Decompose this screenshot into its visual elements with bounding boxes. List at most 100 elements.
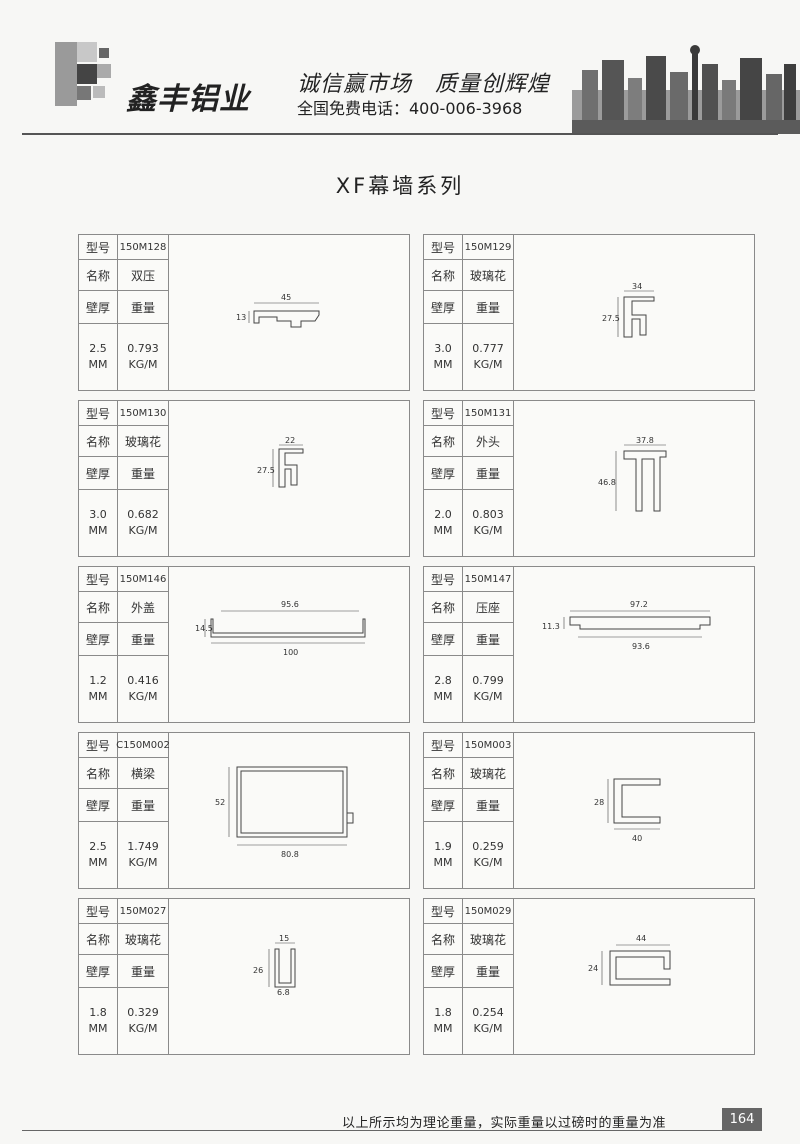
profile-name: 横梁 [118, 758, 169, 789]
profile-drawing: 37.8 46.8 [598, 436, 667, 512]
profile-drawing: 52 80.8 [215, 766, 354, 859]
profile-name: 玻璃花 [463, 924, 514, 955]
thickness-label: 壁厚 [79, 291, 118, 324]
header-phone: 全国免费电话：400-006-3968 [297, 99, 523, 118]
model-label: 型号 [79, 567, 118, 592]
model-code: 150M147 [463, 567, 514, 592]
dim-width: 80.8 [281, 850, 299, 859]
dim-height: 11.3 [542, 622, 560, 631]
profile-name: 玻璃花 [463, 260, 514, 291]
page-number: 164 [722, 1108, 762, 1130]
model-code: C150M002 [116, 733, 170, 758]
thickness-label: 壁厚 [79, 955, 118, 988]
model-code: 150M027 [118, 899, 169, 924]
thickness-label: 壁厚 [79, 789, 118, 822]
thickness-label: 壁厚 [424, 955, 463, 988]
dim-height: 27.5 [257, 466, 275, 475]
profile-name: 双压 [118, 260, 169, 291]
thickness-label: 壁厚 [79, 457, 118, 490]
page-header: 鑫丰铝业 诚信赢市场 质量创辉煌 全国免费电话：400-006-3968 [0, 0, 800, 138]
dim-width: 40 [632, 834, 642, 843]
weight-label: 重量 [463, 291, 514, 324]
model-label: 型号 [424, 567, 463, 592]
name-label: 名称 [79, 924, 118, 955]
name-label: 名称 [424, 426, 463, 457]
footer-divider [22, 1130, 762, 1131]
dim-width: 44 [636, 934, 646, 943]
city-skyline-image [572, 45, 800, 134]
dim-height: 27.5 [602, 314, 620, 323]
model-label: 型号 [424, 733, 463, 758]
name-label: 名称 [79, 426, 118, 457]
name-label: 名称 [424, 758, 463, 789]
profile-drawing: 95.6 14.5 100 [195, 600, 366, 657]
thickness-label: 壁厚 [79, 623, 118, 656]
model-code: 150M129 [463, 235, 514, 260]
brand-logo-icon [55, 42, 111, 106]
model-code: 150M003 [463, 733, 514, 758]
dim-width: 15 [279, 934, 289, 943]
dim-inner-width: 6.8 [277, 988, 290, 997]
model-code: 150M146 [118, 567, 169, 592]
model-label: 型号 [79, 899, 118, 924]
header-divider [22, 133, 778, 135]
weight-label: 重量 [463, 457, 514, 490]
profile-name: 压座 [463, 592, 514, 623]
dim-bottom-width: 100 [283, 648, 298, 657]
model-code: 150M130 [118, 401, 169, 426]
dim-height: 13 [236, 313, 246, 322]
model-label: 型号 [79, 733, 118, 758]
thickness-label: 壁厚 [424, 789, 463, 822]
name-label: 名称 [79, 758, 118, 789]
dim-width: 22 [285, 436, 295, 445]
profile-name: 外头 [463, 426, 514, 457]
dim-height: 24 [588, 964, 598, 973]
weight-label: 重量 [463, 955, 514, 988]
dim-top-width: 97.2 [630, 600, 648, 609]
footer-note: 以上所示均为理论重量，实际重量以过磅时的重量为准 [342, 1116, 667, 1131]
model-label: 型号 [79, 235, 118, 260]
weight-label: 重量 [118, 623, 169, 656]
dim-height: 52 [215, 798, 225, 807]
profile-name: 玻璃花 [118, 924, 169, 955]
model-code: 150M029 [463, 899, 514, 924]
name-label: 名称 [79, 260, 118, 291]
thickness-label: 壁厚 [424, 457, 463, 490]
profile-name: 玻璃花 [463, 758, 514, 789]
weight-label: 重量 [118, 789, 169, 822]
header-slogan: 诚信赢市场 质量创辉煌 [297, 72, 551, 97]
profile-drawing: 28 40 [594, 778, 661, 843]
profile-drawing: 97.2 11.3 93.6 [542, 600, 711, 651]
dim-height: 28 [594, 798, 604, 807]
name-label: 名称 [424, 592, 463, 623]
weight-label: 重量 [118, 955, 169, 988]
weight-label: 重量 [463, 623, 514, 656]
model-code: 150M128 [118, 235, 169, 260]
